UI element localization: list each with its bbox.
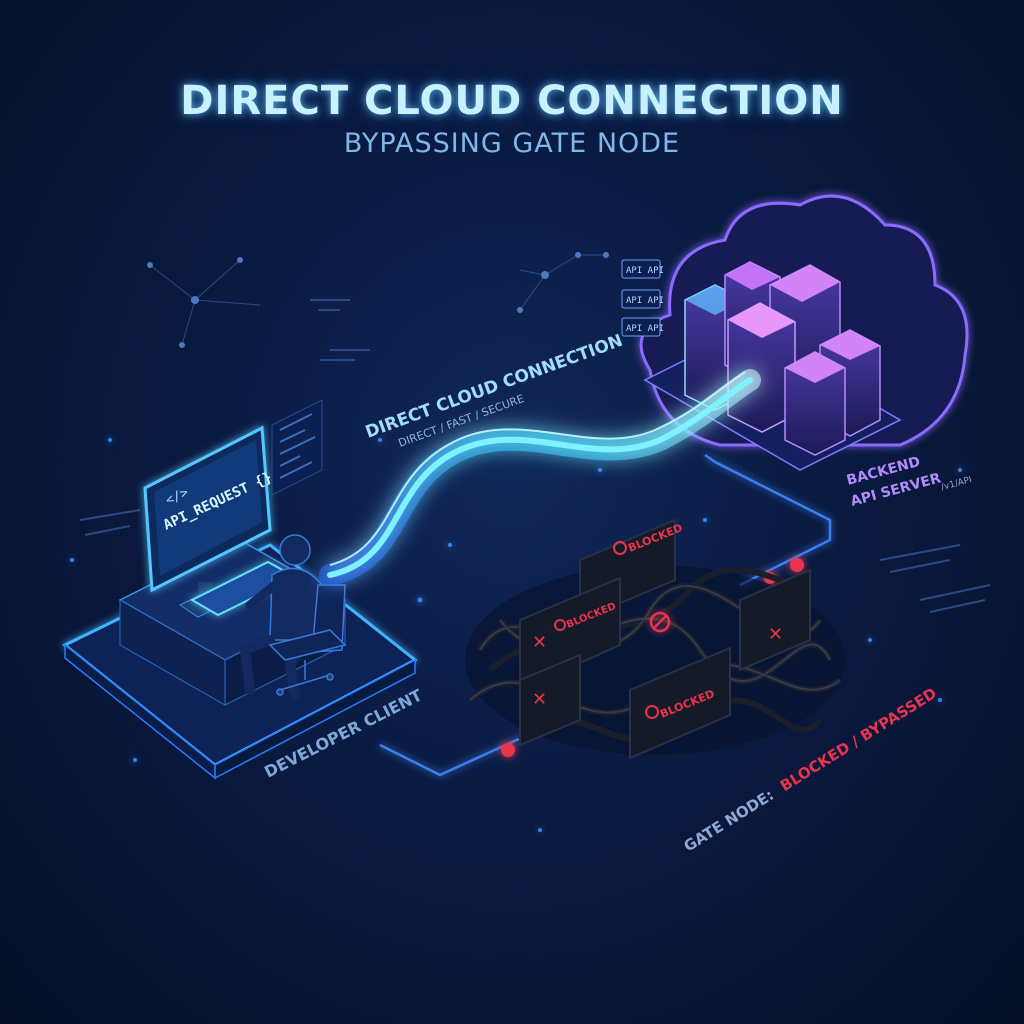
backend-path: /v1/API	[940, 475, 973, 493]
barrier-panel: ✕	[519, 653, 581, 747]
barrier-panel: ✕ BLOCKED	[519, 576, 621, 692]
blocked-icon	[649, 611, 671, 633]
page-title: DIRECT CLOUD CONNECTION	[180, 78, 844, 124]
sparkle-dots	[70, 438, 962, 832]
developer-person	[239, 534, 323, 700]
blocked-x-icon: ✕	[532, 689, 547, 710]
server-rack	[784, 351, 846, 456]
gate-backend-link	[704, 453, 832, 587]
connection-label: DIRECT CLOUD CONNECTION	[363, 331, 626, 443]
chair	[268, 584, 347, 696]
direct-connection-beam	[319, 369, 761, 586]
gate-label-prefix: GATE NODE:	[681, 786, 777, 856]
api-tags: API API API API API API	[621, 259, 664, 337]
floating-code-panel	[271, 399, 323, 496]
server-racks	[684, 261, 881, 456]
page-subtitle: BYPASSING GATE NODE	[343, 128, 681, 159]
network-decoration	[149, 254, 605, 346]
blocked-node-marker	[790, 558, 804, 572]
gate-node: BLOCKED ✕ BLOCKED ✕ ✕ BLOCKED	[465, 518, 845, 760]
data-dashes	[79, 299, 991, 613]
barrier-panel: BLOCKED	[629, 646, 731, 760]
api-tag: API API	[626, 266, 664, 276]
api-tag: API API	[626, 324, 664, 334]
blocked-node-marker	[501, 743, 515, 757]
barrier-panel: ✕	[739, 568, 811, 672]
api-tag: API API	[626, 296, 664, 306]
network-nodes	[147, 252, 609, 348]
blocked-x-icon: ✕	[768, 624, 783, 645]
blocked-x-icon: ✕	[532, 632, 547, 653]
